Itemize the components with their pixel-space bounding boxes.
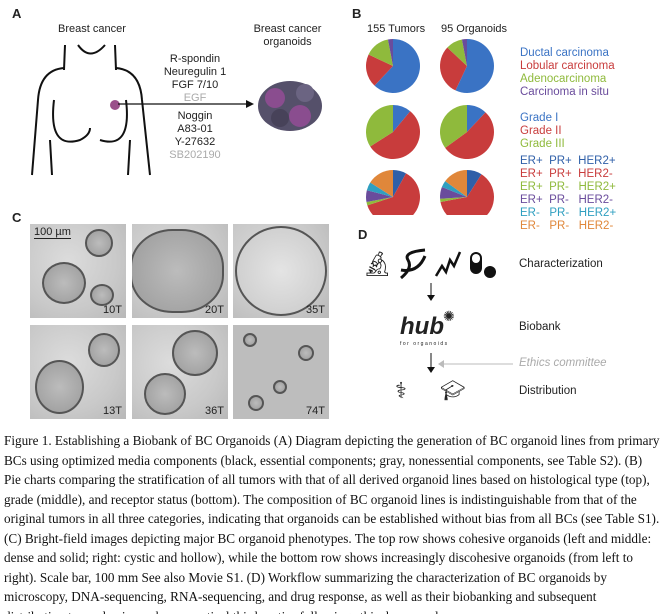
brightfield-image-13t: 13T	[30, 325, 126, 419]
brightfield-image-35t: 35T	[233, 224, 329, 318]
legend-item: Adenocarcinoma	[520, 73, 607, 85]
organoid-illustration	[258, 81, 322, 131]
ethics-committee-label: Ethics committee	[519, 357, 607, 369]
pie-slice	[387, 39, 393, 66]
legend-item: Carcinoma in situ	[520, 86, 609, 98]
pie-slice	[440, 105, 467, 148]
organoids-title-line2: organoids	[263, 36, 312, 48]
tumors-column-header: 155 Tumors	[367, 23, 426, 35]
pie-slice	[370, 111, 420, 159]
legend-item: Grade III	[520, 138, 565, 150]
figure-caption: Figure 1. Establishing a Biobank of BC O…	[4, 433, 660, 614]
legend-item: ER- PR- HER2-	[520, 220, 614, 232]
dna-icon	[400, 248, 427, 280]
torso-outline-illustration	[31, 44, 151, 176]
hub-logo: hub	[400, 313, 444, 340]
pie-slice	[440, 174, 494, 215]
legend-receptor-status: ER+ PR+ HER2+ ER+ PR+ HER2- ER+ PR- HER2…	[520, 155, 616, 233]
pie-slice	[445, 112, 494, 159]
legend-item: ER+ PR+ HER2+	[520, 155, 616, 167]
legend-item: Ductal carcinoma	[520, 47, 609, 59]
legend-item: ER+ PR- HER2-	[520, 194, 613, 206]
brightfield-image-74t: 74T	[233, 325, 329, 419]
distribution-label: Distribution	[519, 385, 577, 397]
media-component: Noggin	[177, 110, 213, 122]
legend-item: ER+ PR- HER2+	[520, 181, 616, 193]
image-label: 10T	[103, 304, 122, 316]
pie-slice	[461, 39, 467, 66]
rna-icon	[434, 251, 462, 277]
brightfield-image-36t: 36T	[132, 325, 228, 419]
media-component: FGF 7/10	[171, 79, 219, 91]
pie-slice	[368, 39, 393, 66]
arrow-down	[427, 353, 435, 373]
media-component-nonessential: SB202190	[169, 149, 221, 161]
breast-cancer-title: Breast cancer	[58, 23, 126, 35]
pie-slice	[366, 54, 393, 86]
pie-slice	[467, 170, 482, 197]
pie-slice	[455, 39, 494, 93]
legend-item: Lobular carcinoma	[520, 60, 615, 72]
scale-bar: 100 µm	[34, 226, 71, 239]
legend-item: Grade II	[520, 125, 562, 137]
pie-charts	[366, 39, 494, 215]
hub-logo-subtitle: for organoids	[400, 341, 449, 347]
media-component-nonessential: EGF	[183, 92, 207, 104]
culture-arrow	[118, 100, 254, 108]
legend-item: ER+ PR+ HER2-	[520, 168, 613, 180]
panel-a-label: A	[12, 6, 22, 21]
pie-slice	[467, 105, 486, 132]
pie-slice	[366, 104, 393, 147]
pie-slice	[447, 39, 467, 66]
pie-slice	[370, 170, 393, 197]
pie-slice	[366, 190, 393, 203]
hub-logo-star-icon: ✺	[443, 308, 455, 324]
ethics-arrow	[438, 360, 513, 368]
media-component: A83-01	[177, 123, 213, 135]
arrow-down	[427, 283, 435, 301]
legend-item: Grade I	[520, 112, 559, 124]
pie-slice	[393, 105, 411, 132]
legend-histological-type: Ductal carcinoma Lobular carcinoma Adeno…	[520, 47, 615, 99]
image-label: 20T	[205, 304, 224, 316]
brightfield-image-20t: 20T	[132, 224, 228, 318]
graduation-cap-icon: 🎓︎	[440, 380, 466, 402]
pie-slice	[441, 181, 467, 197]
panel-d-label: D	[358, 227, 368, 242]
organoids-column-header: 95 Organoids	[441, 23, 508, 35]
media-component: Y-27632	[174, 136, 216, 148]
pie-slice	[366, 182, 393, 197]
legend-grade: Grade I Grade II Grade III	[520, 112, 565, 151]
pie-slice	[367, 173, 420, 215]
microscope-icon: 🔬︎	[362, 251, 393, 278]
image-label: 35T	[306, 304, 325, 316]
pharmacy-caduceus-icon: ⚕	[395, 378, 407, 403]
biobank-label: Biobank	[519, 321, 561, 333]
brightfield-image-10t: 100 µm 10T	[30, 224, 126, 318]
pie-slice	[440, 197, 467, 203]
pie-slice	[445, 170, 467, 197]
image-label: 74T	[306, 405, 325, 417]
image-label: 36T	[205, 405, 224, 417]
pie-slice	[440, 187, 467, 199]
media-component: R-spondin	[169, 53, 221, 65]
panel-c-label: C	[12, 210, 22, 225]
pill-drug-icon	[470, 252, 496, 278]
organoids-title-line1: Breast cancer	[253, 23, 322, 35]
pie-slice	[374, 39, 420, 93]
pie-slice	[393, 170, 407, 197]
characterization-label: Characterization	[519, 258, 603, 270]
pie-slice	[366, 197, 393, 206]
pie-slice	[440, 47, 467, 91]
image-label: 13T	[103, 405, 122, 417]
legend-item: ER- PR- HER2+	[520, 207, 617, 219]
media-component: Neuregulin 1	[163, 66, 227, 78]
panel-b-label: B	[352, 6, 362, 21]
